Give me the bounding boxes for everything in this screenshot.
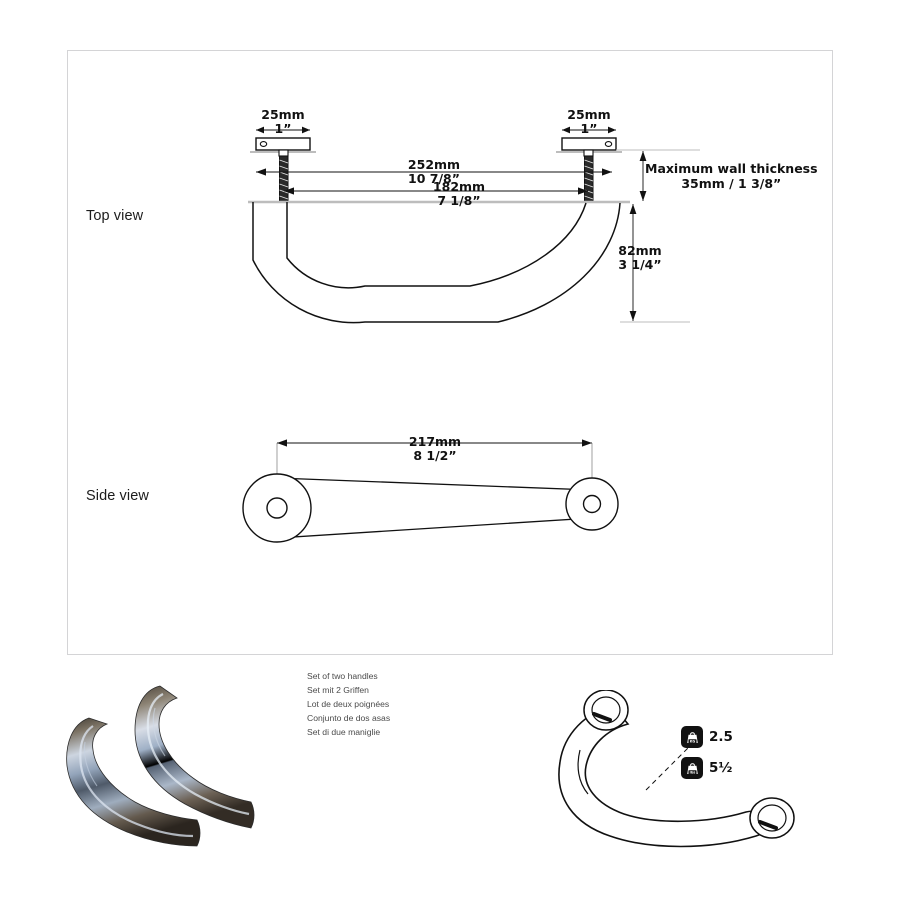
weight-badge-lbs: lbs 5½ <box>681 757 732 779</box>
dim-projection-metric: 82mm <box>618 243 662 258</box>
chrome-handle-back <box>134 685 255 829</box>
dim-plate-left-imperial: 1” <box>274 121 292 137</box>
dim-overall-width-label: 252mm 10 7/8” <box>372 157 496 187</box>
dim-plate-left-metric: 25mm <box>261 107 305 122</box>
leader-line-to-badges <box>645 747 689 791</box>
dim-plate-right <box>562 126 616 134</box>
dim-side-length-label: 217mm 8 1/2” <box>373 434 497 464</box>
svg-text:KG: KG <box>689 739 695 743</box>
lineart-rosette-bottom <box>749 797 795 839</box>
set-description-es: Conjunto de dos asas <box>307 712 391 723</box>
dim-side-metric: 217mm <box>408 434 462 449</box>
dim-overall-width <box>256 168 612 176</box>
dim-plate-right-metric: 25mm <box>567 107 611 122</box>
handle-inner-profile <box>286 202 587 289</box>
dim-plate-right-imperial: 1” <box>580 121 598 137</box>
top-view-label: Top view <box>86 208 144 224</box>
dim-overall-imperial: 10 7/8” <box>408 171 460 187</box>
top-view-drawing <box>248 126 700 324</box>
chrome-handle-front <box>66 717 201 847</box>
weight-lbs-value: 5½ <box>709 760 733 776</box>
dim-side-imperial: 8 1/2” <box>413 448 457 464</box>
wall-thickness-note: Maximum wall thickness 35mm / 1 3/8” <box>645 161 818 191</box>
side-bar-body <box>276 477 593 539</box>
side-view-drawing <box>242 439 619 543</box>
set-description-block: Set of two handles Set mit 2 Griffen Lot… <box>307 670 390 740</box>
dim-projection-label: 82mm 3 1/4” <box>602 243 678 273</box>
wall-thickness-line1: Maximum wall thickness <box>645 161 818 176</box>
dim-projection <box>629 204 637 321</box>
svg-text:lbs: lbs <box>689 770 695 774</box>
dim-plate-left-label: 25mm 1” <box>250 107 316 137</box>
side-rosette-right-hole <box>582 494 602 514</box>
weight-kg-icon: KG <box>681 726 703 748</box>
set-description-de: Set mit 2 Griffen <box>307 684 369 695</box>
dim-plate-right-label: 25mm 1” <box>556 107 622 137</box>
plate-hole-left <box>259 141 268 147</box>
handle-line-drawing <box>558 690 795 848</box>
side-view-label: Side view <box>86 488 149 504</box>
plate-hole-right <box>604 141 613 147</box>
specification-frame <box>67 50 833 655</box>
handle-outer-profile <box>252 202 621 324</box>
lineart-handle-body <box>558 705 770 848</box>
dim-overall-metric: 252mm <box>407 157 461 172</box>
chrome-handles-photo <box>66 685 255 847</box>
weight-badge-kg: KG 2.5 <box>681 726 733 748</box>
weight-kg-value: 2.5 <box>709 729 733 745</box>
dim-center-to-center <box>284 187 588 195</box>
dim-cc-imperial: 7 1/8” <box>437 193 481 209</box>
side-rosette-left-hole <box>266 497 288 519</box>
dim-wall-thickness <box>639 151 647 201</box>
lineart-rosette-top <box>583 690 629 731</box>
dim-center-to-center-label: 182mm 7 1/8” <box>397 179 521 209</box>
dim-projection-imperial: 3 1/4” <box>618 257 662 273</box>
wall-thickness-line2: 35mm / 1 3/8” <box>681 176 782 191</box>
set-description-it: Set di due maniglie <box>307 726 381 737</box>
dim-plate-left <box>256 126 310 134</box>
dim-cc-metric: 182mm <box>432 179 486 194</box>
set-description-fr: Lot de deux poignées <box>307 698 390 709</box>
weight-lbs-icon: lbs <box>681 757 703 779</box>
dim-side-length <box>277 439 592 447</box>
set-description-en: Set of two handles <box>307 671 378 681</box>
